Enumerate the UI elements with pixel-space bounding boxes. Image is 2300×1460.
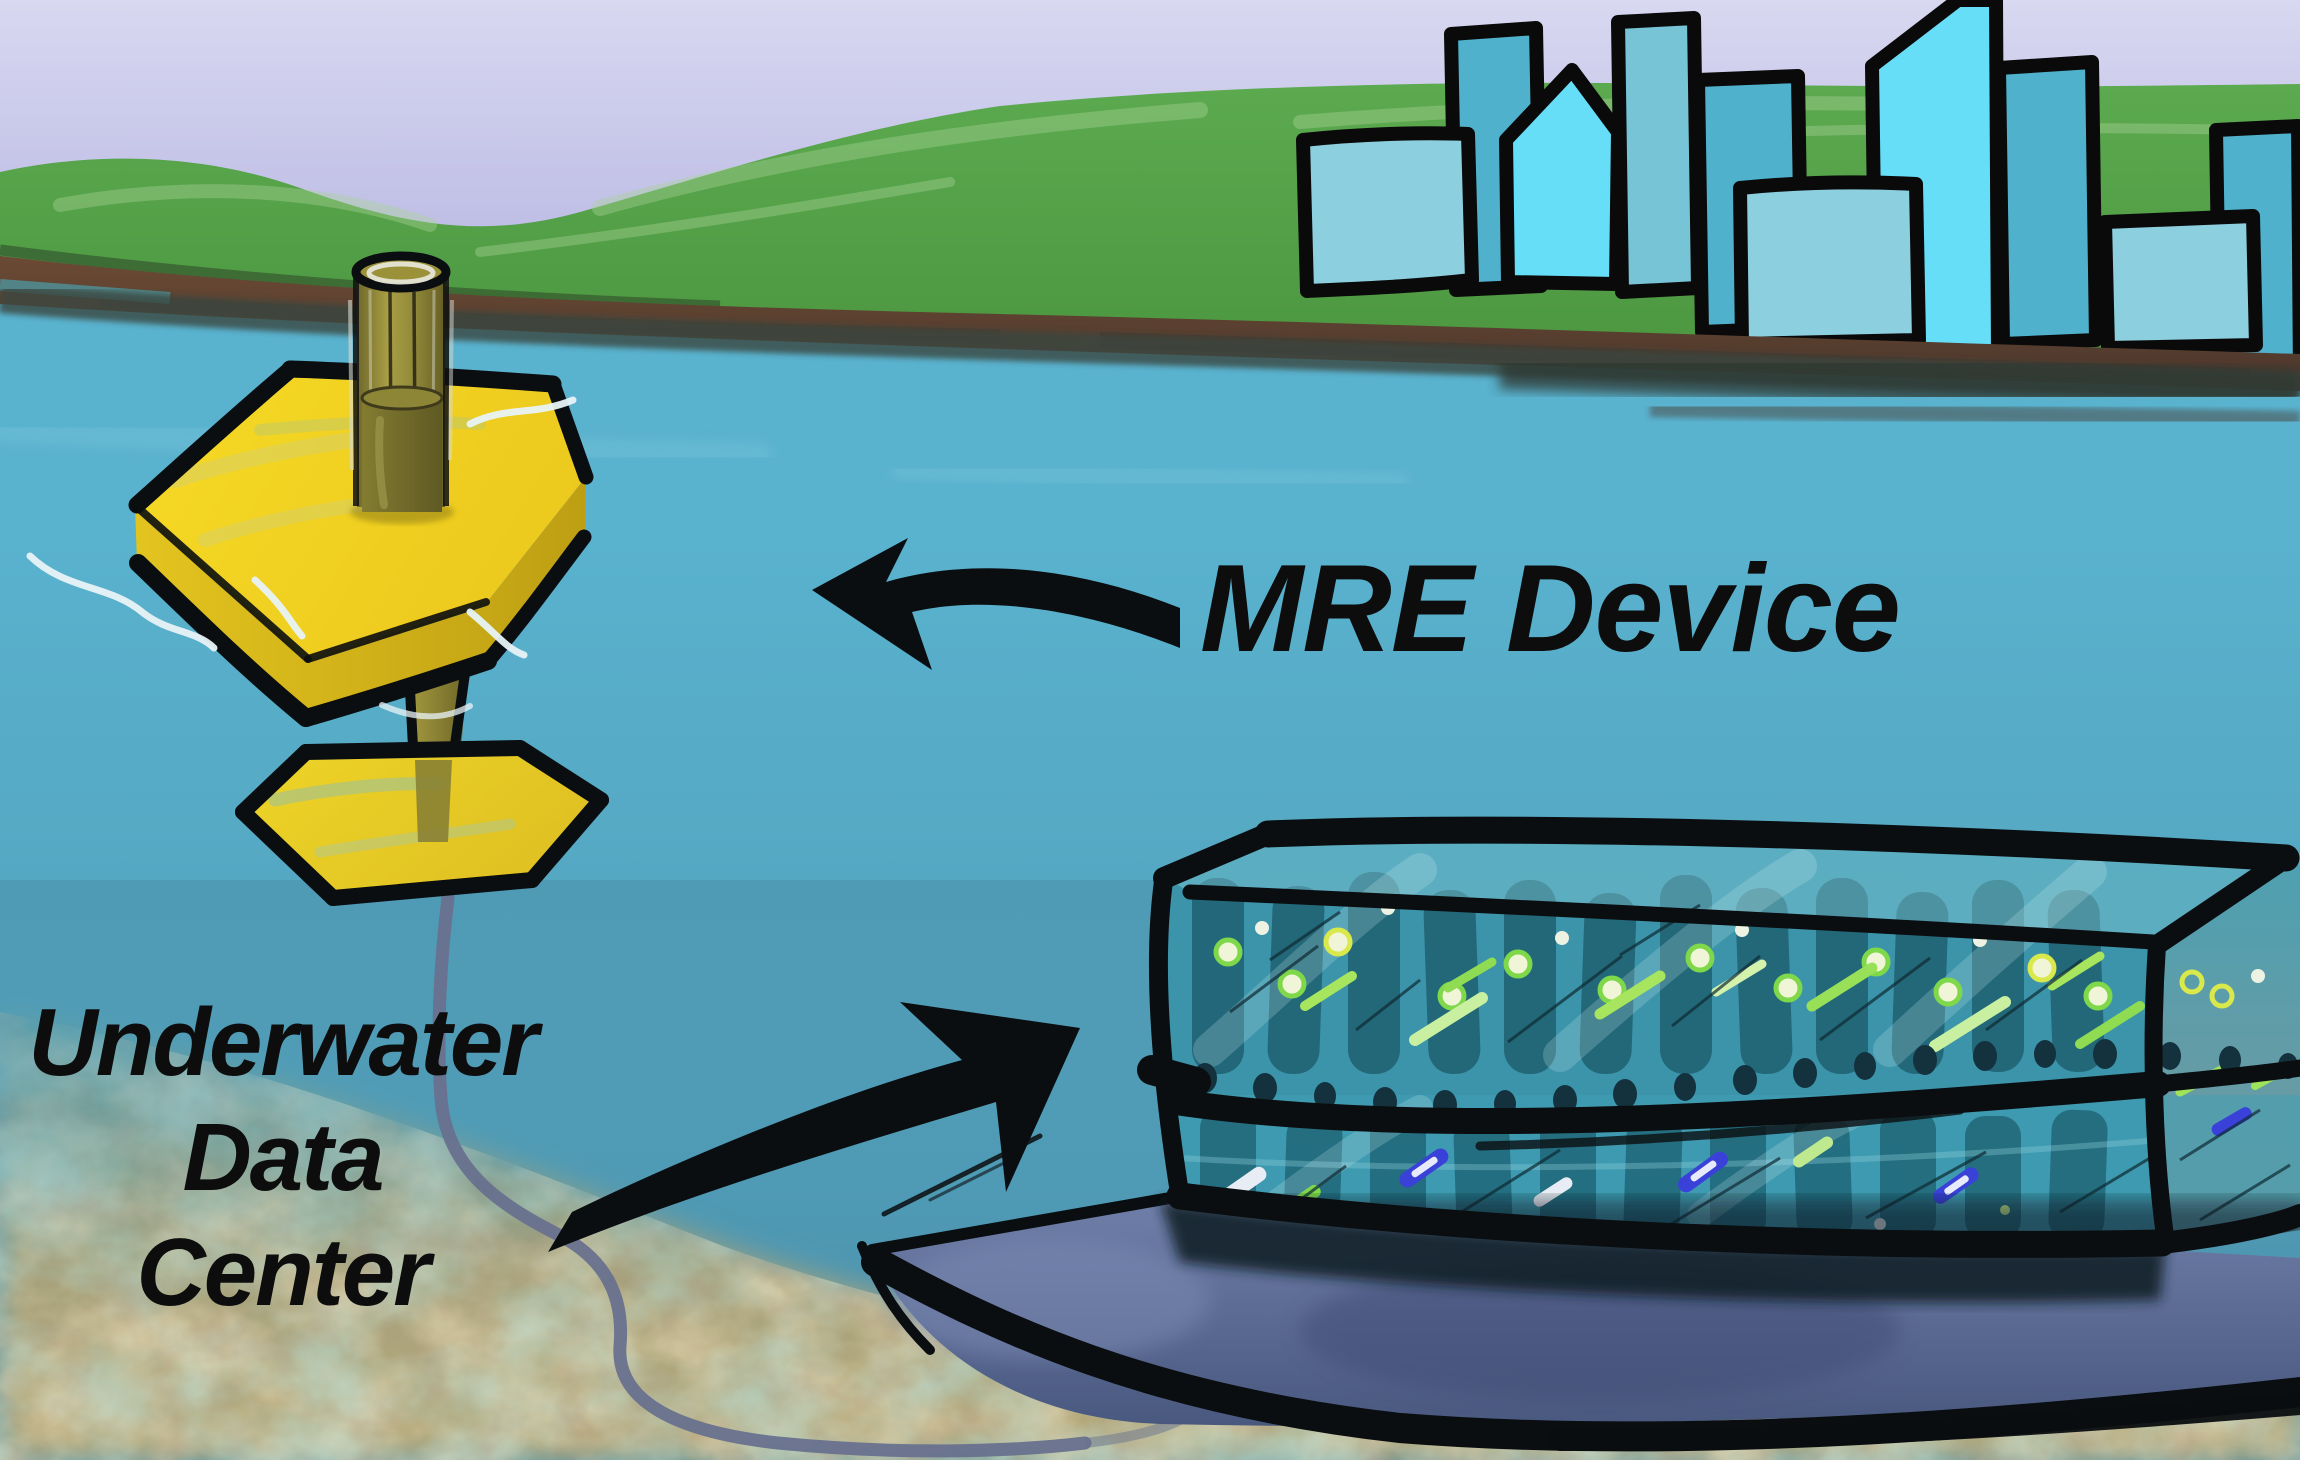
arrow-to-buoy-icon (812, 538, 1180, 670)
arrow-to-datacenter-icon (548, 1002, 1080, 1252)
datacenter-glass-box (1137, 816, 2300, 1258)
city-building (2098, 209, 2263, 355)
datacenter-shadow (1160, 1200, 2165, 1303)
city-building (1733, 175, 1926, 351)
city-building (1992, 55, 2103, 351)
city-building (1296, 126, 1479, 298)
underwater-data-center-label: Underwater Data Center (0, 985, 565, 1331)
city-skyline (1296, 0, 2300, 385)
underwater-datacenter (857, 816, 2300, 1452)
udc-label-line-1: Underwater (28, 989, 538, 1096)
mre-buoy (26, 251, 609, 906)
buoy-mast (348, 251, 454, 512)
udc-label-line-3: Center (136, 1219, 430, 1327)
buoy-piston (362, 398, 442, 512)
mre-device-label: MRE Device (1200, 540, 1901, 678)
wave-squiggles (26, 396, 577, 720)
status-leds-upper (1213, 901, 2299, 1097)
glass-top-face (1162, 831, 2284, 944)
buoy-heave-plate (235, 740, 609, 906)
city-building (1611, 11, 1705, 299)
city-building-house (1499, 63, 1625, 291)
udc-label-line-2: Data (182, 1104, 384, 1212)
datacenter-frame (1137, 816, 2300, 1258)
